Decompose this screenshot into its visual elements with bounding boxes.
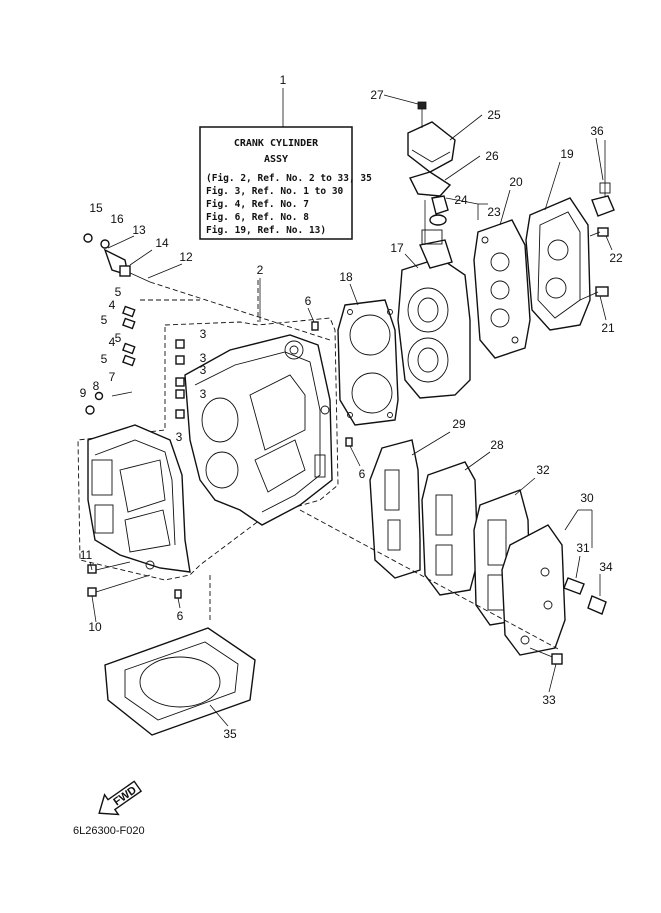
cylinder-head xyxy=(397,229,471,399)
callout-19: 19 xyxy=(560,147,574,161)
bolt-22 xyxy=(589,227,609,237)
callout-13: 13 xyxy=(132,223,146,237)
callout-4: 4 xyxy=(109,298,116,312)
callout-27: 27 xyxy=(370,88,384,102)
callout-21: 21 xyxy=(601,321,615,335)
callout-28: 28 xyxy=(490,438,504,452)
callout-14: 14 xyxy=(155,236,169,250)
callout-25: 25 xyxy=(487,108,501,122)
callout-8: 8 xyxy=(93,379,100,393)
info-box-title: CRANK CYLINDER xyxy=(234,138,319,149)
assembly-dashed-outline xyxy=(77,317,339,581)
callout-10: 10 xyxy=(88,620,102,634)
callout-22: 22 xyxy=(609,251,623,265)
callout-2: 2 xyxy=(257,263,264,277)
callout-16: 16 xyxy=(110,212,124,226)
callout-15: 15 xyxy=(89,201,103,215)
exhaust-cover-gasket xyxy=(473,219,531,359)
callout-5: 5 xyxy=(101,313,108,327)
callout-7: 7 xyxy=(109,370,116,384)
assembly-info-box: CRANK CYLINDER ASSY (Fig. 2, Ref. No. 2 … xyxy=(199,126,372,240)
callout-3: 3 xyxy=(200,363,207,377)
callout-32: 32 xyxy=(536,463,550,477)
exhaust-outer-cover xyxy=(501,524,566,656)
small-fasteners xyxy=(83,233,353,599)
callout-30: 30 xyxy=(580,491,594,505)
callout-18: 18 xyxy=(339,270,353,284)
callout-labels: 1 2 3 3 3 3 3 4 4 5 5 5 5 6 6 6 7 8 9 10… xyxy=(80,73,623,741)
info-box-line: Fig. 3, Ref. No. 1 to 30 xyxy=(206,186,344,197)
bolt-31 xyxy=(563,577,585,595)
callout-6: 6 xyxy=(305,294,312,308)
callout-4: 4 xyxy=(109,335,116,349)
head-gasket xyxy=(337,299,399,426)
callout-5: 5 xyxy=(115,285,122,299)
callout-36: 36 xyxy=(590,124,604,138)
leader-lines xyxy=(140,197,593,651)
callout-3: 3 xyxy=(200,327,207,341)
bolt-21 xyxy=(579,286,609,301)
callout-3: 3 xyxy=(200,387,207,401)
callout-3: 3 xyxy=(176,430,183,444)
callout-31: 31 xyxy=(576,541,590,555)
exhaust-inner-plate xyxy=(421,461,479,596)
callout-5: 5 xyxy=(115,331,122,345)
callout-34: 34 xyxy=(599,560,613,574)
callout-24: 24 xyxy=(454,193,468,207)
figure-code: 6L26300-F020 xyxy=(73,825,145,837)
callout-3: 3 xyxy=(200,351,207,365)
thermostat-cover-group xyxy=(407,101,456,245)
callout-29: 29 xyxy=(452,417,466,431)
temperature-sensor xyxy=(591,140,615,217)
callout-1: 1 xyxy=(280,73,287,87)
callout-23: 23 xyxy=(487,205,501,219)
info-box-line: Fig. 19, Ref. No. 13) xyxy=(206,225,326,236)
callout-5: 5 xyxy=(101,352,108,366)
info-box-line: Fig. 4, Ref. No. 7 xyxy=(206,199,309,210)
callout-26: 26 xyxy=(485,149,499,163)
crankcase-lower xyxy=(87,424,191,573)
callout-leaders xyxy=(89,94,613,727)
callout-11: 11 xyxy=(80,548,93,562)
base-gasket xyxy=(104,627,256,736)
callout-12: 12 xyxy=(179,250,193,264)
callout-35: 35 xyxy=(223,727,237,741)
callout-9: 9 xyxy=(80,386,87,400)
callout-33: 33 xyxy=(542,693,556,707)
bolt-33 xyxy=(529,647,563,665)
exhaust-gasket-29 xyxy=(369,439,421,579)
callout-6: 6 xyxy=(177,609,184,623)
callout-20: 20 xyxy=(509,175,523,189)
callout-17: 17 xyxy=(390,241,404,255)
info-box-subtitle: ASSY xyxy=(264,154,288,165)
cylinder-block xyxy=(184,334,333,526)
cap-34 xyxy=(587,595,607,615)
exhaust-cover xyxy=(525,197,591,331)
info-box-line: (Fig. 2, Ref. No. 2 to 33, 35 xyxy=(206,173,372,184)
callout-6: 6 xyxy=(359,467,366,481)
info-box-line: Fig. 6, Ref. No. 8 xyxy=(206,212,309,223)
forward-direction-arrow: FWD xyxy=(98,780,143,816)
